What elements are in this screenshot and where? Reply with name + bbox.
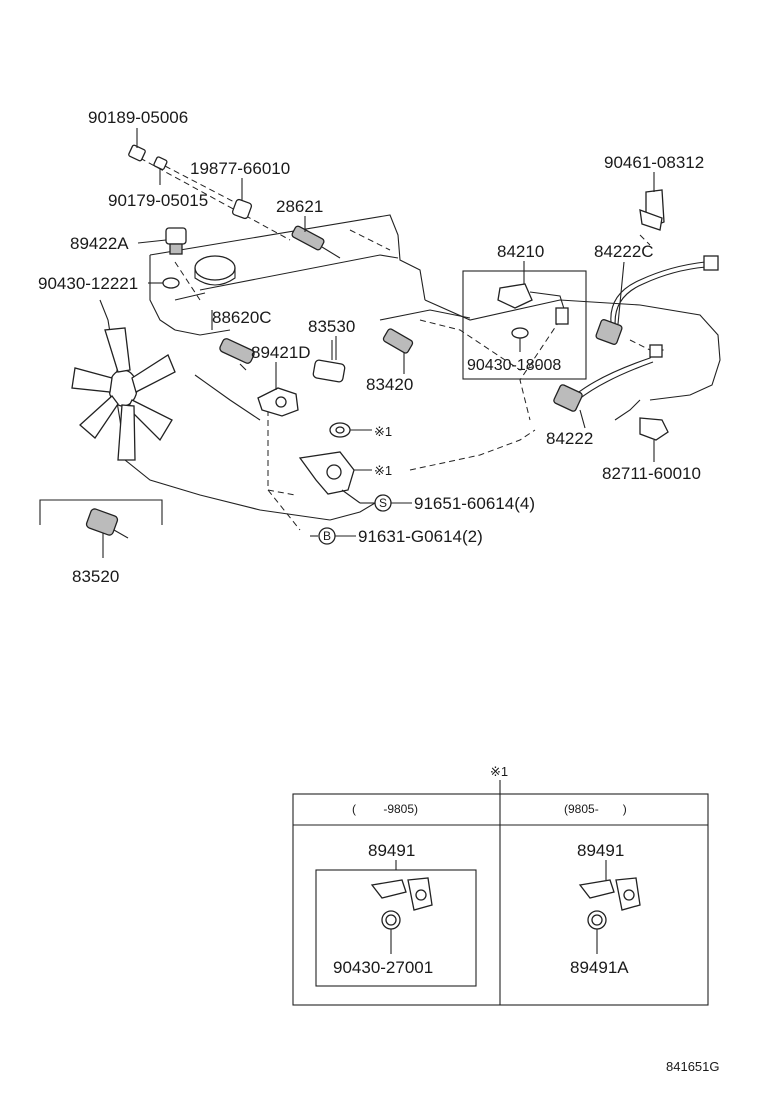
washer-ref1 bbox=[329, 422, 372, 438]
label-84210: 84210 bbox=[497, 242, 544, 261]
dashed-leaders bbox=[139, 157, 665, 531]
label-ref1-washer: ※1 bbox=[374, 424, 392, 439]
label-90189-05006: 90189-05006 bbox=[88, 108, 188, 127]
figure-code: 841651G bbox=[666, 1059, 720, 1074]
label-91651-60614: 91651-60614(4) bbox=[414, 494, 535, 513]
label-83530: 83530 bbox=[308, 317, 355, 336]
label-84222: 84222 bbox=[546, 429, 593, 448]
table-right-part-bottom: 89491A bbox=[570, 958, 629, 977]
part-83530-sender bbox=[312, 340, 346, 383]
table-left-part-bottom: 90430-27001 bbox=[333, 958, 433, 977]
part-90461-08312-bracket bbox=[639, 189, 665, 231]
oil-filler-cap bbox=[194, 255, 236, 286]
table-right-sensor-icon bbox=[578, 877, 641, 911]
label-28621: 28621 bbox=[276, 197, 323, 216]
label-91631-G0614: 91631-G0614(2) bbox=[358, 527, 483, 546]
label-83520: 83520 bbox=[72, 567, 119, 586]
table-col-right-header: (9805- ) bbox=[564, 802, 627, 816]
label-19877-66010: 19877-66010 bbox=[190, 159, 290, 178]
bolt-s-symbol: S bbox=[379, 496, 387, 510]
label-leaders bbox=[136, 128, 655, 537]
crank-sensor-assembly bbox=[298, 451, 372, 504]
part-90189-05006-plug bbox=[128, 144, 146, 162]
part-84210-box bbox=[462, 270, 587, 380]
label-89421D: 89421D bbox=[251, 343, 311, 362]
bolt-b-circle bbox=[318, 527, 336, 545]
cooling-fan bbox=[71, 327, 176, 461]
bolt-b-symbol: B bbox=[323, 529, 331, 543]
table-title: ※1 bbox=[490, 764, 508, 779]
label-83420: 83420 bbox=[366, 375, 413, 394]
table-left-sensor-icon bbox=[370, 877, 433, 911]
table-left-part-top: 89491 bbox=[368, 841, 415, 860]
part-90179-05015-nut bbox=[153, 156, 168, 171]
part-89421D-sensor bbox=[257, 387, 299, 417]
bolt-s-circle bbox=[374, 494, 392, 512]
label-90430-12221: 90430-12221 bbox=[38, 274, 138, 293]
variant-table: ※1 ( -9805) (9805- ) 89491 90430-27001 8… bbox=[292, 764, 709, 1006]
table-right-oring-icon bbox=[587, 910, 607, 930]
label-90179-05015: 90179-05015 bbox=[108, 191, 208, 210]
table-col-left-header: ( -9805) bbox=[352, 802, 418, 816]
part-88620C-switch bbox=[219, 338, 255, 371]
label-89422A: 89422A bbox=[70, 234, 129, 253]
part-84222-harness bbox=[553, 344, 663, 412]
label-88620C: 88620C bbox=[212, 308, 272, 327]
part-82711-60010-clip bbox=[639, 417, 669, 441]
part-84222C-harness bbox=[595, 255, 719, 345]
label-90430-18008: 90430-18008 bbox=[467, 357, 561, 374]
part-19877-66010-sleeve bbox=[231, 198, 253, 220]
part-89422A-sensor bbox=[165, 227, 187, 255]
part-83520-detail bbox=[39, 499, 163, 558]
label-ref1-sensor: ※1 bbox=[374, 463, 392, 478]
label-84222C: 84222C bbox=[594, 242, 654, 261]
table-left-oring-icon bbox=[381, 910, 401, 930]
part-83420-sender bbox=[382, 328, 414, 354]
part-90430-12221-gasket bbox=[162, 277, 180, 289]
label-90461-08312: 90461-08312 bbox=[604, 153, 704, 172]
table-right-part-top: 89491 bbox=[577, 841, 624, 860]
part-28621-sensor bbox=[291, 225, 341, 259]
label-82711-60010: 82711-60010 bbox=[602, 464, 701, 483]
